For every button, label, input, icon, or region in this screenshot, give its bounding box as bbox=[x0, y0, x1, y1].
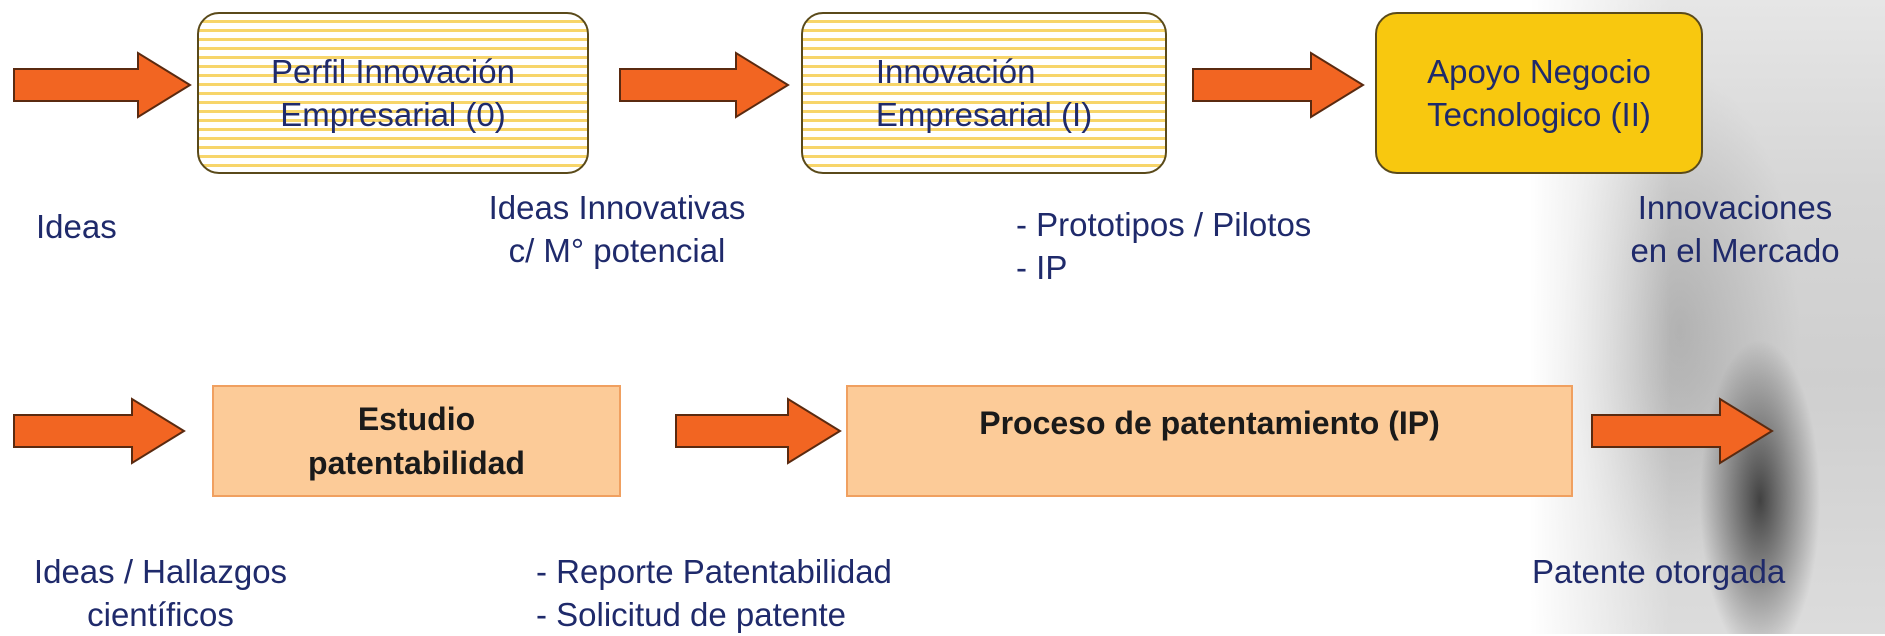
box-perfil-innovacion: Perfil Innovación Empresarial (0) bbox=[197, 12, 589, 174]
label-innovaciones-mercado-line2: en el Mercado bbox=[1630, 232, 1840, 269]
arrow-row2-a bbox=[13, 397, 186, 465]
label-reporte-line2: - Solicitud de patente bbox=[536, 596, 847, 633]
label-ideas-hallazgos-line2: científicos bbox=[87, 596, 234, 633]
label-prototipos: - Prototipos / Pilotos - IP bbox=[1016, 203, 1311, 289]
box-proceso-patentamiento: Proceso de patentamiento (IP) bbox=[846, 385, 1573, 497]
label-innovaciones-mercado: Innovaciones en el Mercado bbox=[1600, 186, 1870, 272]
box-perfil-innovacion-line2: Empresarial (0) bbox=[280, 96, 506, 133]
arrow-row2-b bbox=[675, 397, 842, 465]
label-reporte-solicitud: - Reporte Patentabilidad - Solicitud de … bbox=[536, 550, 892, 636]
label-ideas-hallazgos: Ideas / Hallazgos científicos bbox=[8, 550, 313, 636]
label-prototipos-line1: - Prototipos / Pilotos bbox=[1016, 206, 1312, 243]
label-ideas-innovativas-line1: Ideas Innovativas bbox=[488, 189, 746, 226]
label-ideas-innovativas-line2: c/ M° potencial bbox=[508, 232, 726, 269]
box-perfil-innovacion-line1: Perfil Innovación bbox=[271, 53, 515, 90]
label-ideas: Ideas bbox=[36, 208, 117, 245]
box-innovacion-empresarial: Innovación Empresarial (I) bbox=[801, 12, 1167, 174]
box-estudio-patentabilidad: Estudio patentabilidad bbox=[212, 385, 621, 497]
label-ideas-hallazgos-line1: Ideas / Hallazgos bbox=[33, 553, 288, 590]
label-innovaciones-mercado-line1: Innovaciones bbox=[1637, 189, 1833, 226]
label-ideas-innovativas: Ideas Innovativas c/ M° potencial bbox=[462, 186, 772, 272]
box-apoyo-negocio: Apoyo Negocio Tecnologico (II) bbox=[1375, 12, 1703, 174]
arrow-row2-c bbox=[1591, 397, 1774, 465]
box-apoyo-negocio-line1: Apoyo Negocio bbox=[1427, 53, 1651, 90]
label-patente-otorgada: Patente otorgada bbox=[1532, 553, 1786, 590]
box-estudio-line2: patentabilidad bbox=[308, 445, 525, 481]
box-proceso-line1: Proceso de patentamiento (IP) bbox=[979, 405, 1440, 441]
box-apoyo-negocio-line2: Tecnologico (II) bbox=[1427, 96, 1651, 133]
box-innovacion-empresarial-line2: Empresarial (I) bbox=[875, 96, 1093, 133]
box-innovacion-empresarial-line1: Innovación bbox=[875, 53, 1036, 90]
arrow-row1-a bbox=[13, 51, 192, 119]
arrow-row1-b bbox=[619, 51, 790, 119]
label-reporte-line1: - Reporte Patentabilidad bbox=[536, 553, 892, 590]
arrow-row1-c bbox=[1192, 51, 1365, 119]
label-prototipos-line2: - IP bbox=[1016, 249, 1068, 286]
box-estudio-line1: Estudio bbox=[357, 401, 476, 437]
